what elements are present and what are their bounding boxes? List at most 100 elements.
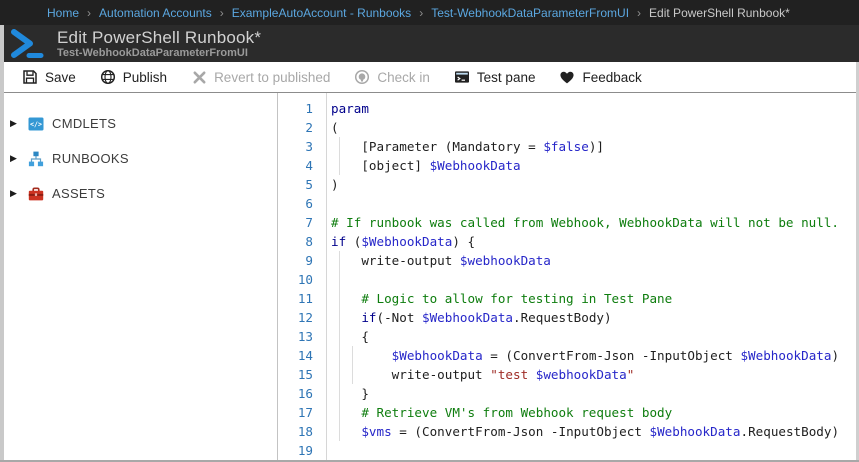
powershell-icon — [9, 28, 47, 60]
code-line-10[interactable] — [327, 270, 859, 289]
code-text: # If runbook was called from Webhook, We… — [327, 215, 839, 230]
revert-icon — [191, 69, 207, 85]
code-line-12[interactable]: if(-Not $WebhookData.RequestBody) — [327, 308, 859, 327]
test-pane-icon — [454, 69, 470, 85]
breadcrumb-separator-icon: › — [637, 5, 642, 20]
code-token-pln — [331, 424, 361, 439]
code-token-pln: = (ConvertFrom-Json -InputObject — [391, 424, 650, 439]
code-line-17[interactable]: # Retrieve VM's from Webhook request bod… — [327, 403, 859, 422]
indent-guide — [339, 289, 340, 308]
code-token-com: # If runbook was called from Webhook, We… — [331, 215, 839, 230]
toolbar-label-publish: Publish — [122, 69, 168, 85]
code-token-pln: ( — [346, 234, 362, 249]
line-number: 1 — [305, 101, 313, 116]
indent-guide — [339, 422, 340, 441]
indent-guide — [352, 346, 353, 365]
toolbar-button-test-pane[interactable]: Test pane — [442, 62, 548, 92]
code-text: [Parameter (Mandatory = $false)] — [327, 139, 604, 154]
breadcrumb-item-exampleautoaccount-runbooks[interactable]: ExampleAutoAccount - Runbooks — [231, 5, 412, 20]
code-line-18[interactable]: $vms = (ConvertFrom-Json -InputObject $W… — [327, 422, 859, 441]
code-token-pln: [object] — [331, 158, 430, 173]
breadcrumb-item-automation-accounts[interactable]: Automation Accounts — [99, 5, 212, 20]
line-number: 5 — [305, 177, 313, 192]
code-line-2[interactable]: ( — [327, 118, 859, 137]
code-token-com: # Retrieve VM's from Webhook request bod… — [361, 405, 673, 420]
code-text — [327, 196, 331, 211]
code-token-pln: )] — [588, 139, 604, 154]
code-line-15[interactable]: write-output "test $webhookData" — [327, 365, 859, 384]
line-number: 9 — [305, 253, 313, 268]
line-number: 17 — [297, 405, 313, 420]
code-line-7[interactable]: # If runbook was called from Webhook, We… — [327, 213, 859, 232]
code-token-pln — [331, 310, 361, 325]
sidebar-item-cmdlets[interactable]: ▶ </> CMDLETS — [0, 106, 277, 141]
toolbar: Save Publish Revert to published Check in Te… — [0, 62, 859, 93]
toolbar-label-check-in: Check in — [377, 69, 430, 85]
code-text: if ($WebhookData) { — [327, 234, 475, 249]
library-sidebar: ▶ </> CMDLETS ▶ RUNBOOKS ▶ASSETS — [0, 93, 278, 460]
code-line-9[interactable]: write-output $webhookData — [327, 251, 859, 270]
code-token-pln: write-output — [331, 253, 460, 268]
sidebar-label-cmdlets: CMDLETS — [52, 116, 117, 131]
code-token-pln — [331, 348, 392, 363]
code-line-1[interactable]: param — [327, 99, 859, 118]
code-text: { — [327, 329, 369, 344]
code-text: # Logic to allow for testing in Test Pan… — [327, 291, 672, 306]
sidebar-item-assets[interactable]: ▶ASSETS — [0, 176, 277, 211]
code-line-6[interactable] — [327, 194, 859, 213]
svg-text:</>: </> — [30, 120, 42, 128]
toolbar-button-publish[interactable]: Publish — [88, 62, 179, 92]
expander-icon[interactable]: ▶ — [10, 153, 17, 163]
code-line-8[interactable]: if ($WebhookData) { — [327, 232, 859, 251]
code-token-pln: [Parameter (Mandatory = — [331, 139, 544, 154]
code-line-14[interactable]: $WebhookData = (ConvertFrom-Json -InputO… — [327, 346, 859, 365]
assets-icon — [28, 186, 44, 202]
feedback-icon — [559, 69, 575, 85]
sidebar-item-runbooks[interactable]: ▶ RUNBOOKS — [0, 141, 277, 176]
line-number: 13 — [297, 329, 313, 344]
breadcrumb-separator-icon: › — [87, 5, 92, 20]
code-token-pln: write-output — [331, 367, 491, 382]
code-area[interactable]: param( [Parameter (Mandatory = $false)] … — [327, 93, 859, 460]
line-number: 10 — [297, 272, 313, 287]
line-number: 8 — [305, 234, 313, 249]
code-text: # Retrieve VM's from Webhook request bod… — [327, 405, 672, 420]
runbook-name: Test-WebhookDataParameterFromUI — [57, 46, 248, 59]
window-right-edge — [856, 62, 859, 462]
line-number: 2 — [305, 120, 313, 135]
code-text: param — [327, 101, 369, 116]
code-line-4[interactable]: [object] $WebhookData — [327, 156, 859, 175]
toolbar-button-check-in: Check in — [342, 62, 442, 92]
code-line-13[interactable]: { — [327, 327, 859, 346]
code-text: ( — [327, 120, 339, 135]
code-text: } — [327, 386, 369, 401]
line-number: 15 — [297, 367, 313, 382]
code-token-kw: if — [331, 234, 347, 249]
breadcrumb-item-test-webhookdataparameterfromui[interactable]: Test-WebhookDataParameterFromUI — [431, 5, 630, 20]
window-bottom-edge — [0, 460, 859, 462]
toolbar-button-revert-to-published: Revert to published — [179, 62, 342, 92]
code-line-5[interactable]: ) — [327, 175, 859, 194]
code-token-pln: = (ConvertFrom-Json -InputObject — [482, 348, 741, 363]
expander-icon[interactable]: ▶ — [10, 118, 17, 128]
code-text: [object] $WebhookData — [327, 158, 520, 173]
code-line-3[interactable]: [Parameter (Mandatory = $false)] — [327, 137, 859, 156]
code-line-19[interactable] — [327, 441, 859, 460]
indent-guide — [339, 403, 340, 422]
code-line-11[interactable]: # Logic to allow for testing in Test Pan… — [327, 289, 859, 308]
breadcrumb-item-home[interactable]: Home — [47, 5, 80, 20]
header-text: Edit PowerShell Runbook* Test-WebhookDat… — [57, 28, 261, 60]
code-text: $vms = (ConvertFrom-Json -InputObject $W… — [327, 424, 839, 439]
toolbar-button-feedback[interactable]: Feedback — [547, 62, 653, 92]
line-number: 7 — [305, 215, 313, 230]
check-in-icon — [354, 69, 370, 85]
cmdlets-icon: </> — [28, 116, 44, 132]
code-text: write-output $webhookData — [327, 253, 551, 268]
indent-guide — [339, 346, 340, 365]
expander-icon[interactable]: ▶ — [10, 188, 17, 198]
toolbar-button-save[interactable]: Save — [10, 62, 88, 92]
sidebar-label-runbooks: RUNBOOKS — [52, 151, 129, 166]
code-line-16[interactable]: } — [327, 384, 859, 403]
